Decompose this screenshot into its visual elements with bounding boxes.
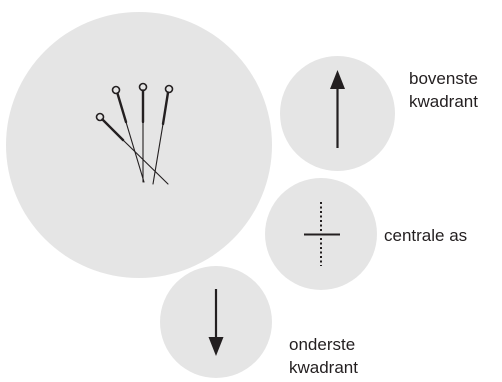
central-axis-circle	[265, 178, 377, 290]
needle-1	[97, 114, 169, 185]
upper-quadrant-label: bovenste kwadrant	[409, 67, 478, 113]
lower-quadrant-label-line2: kwadrant	[289, 356, 358, 379]
lower-quadrant-label-line1: onderste	[289, 333, 358, 356]
upper-quadrant-label-line2: kwadrant	[409, 90, 478, 113]
needle-3	[140, 84, 147, 183]
acupuncture-needles-icon	[6, 12, 272, 278]
lower-quadrant-label: onderste kwadrant	[289, 333, 358, 379]
arrow-down-icon	[160, 266, 272, 378]
central-axis-label: centrale as	[384, 224, 467, 247]
arrow-up-icon	[280, 56, 395, 171]
upper-quadrant-label-line1: bovenste	[409, 67, 478, 90]
needles-circle	[6, 12, 272, 278]
central-axis-label-line1: centrale as	[384, 224, 467, 247]
central-axis-icon	[265, 178, 377, 290]
needle-4	[153, 86, 173, 185]
upper-quadrant-circle	[280, 56, 395, 171]
lower-quadrant-circle	[160, 266, 272, 378]
